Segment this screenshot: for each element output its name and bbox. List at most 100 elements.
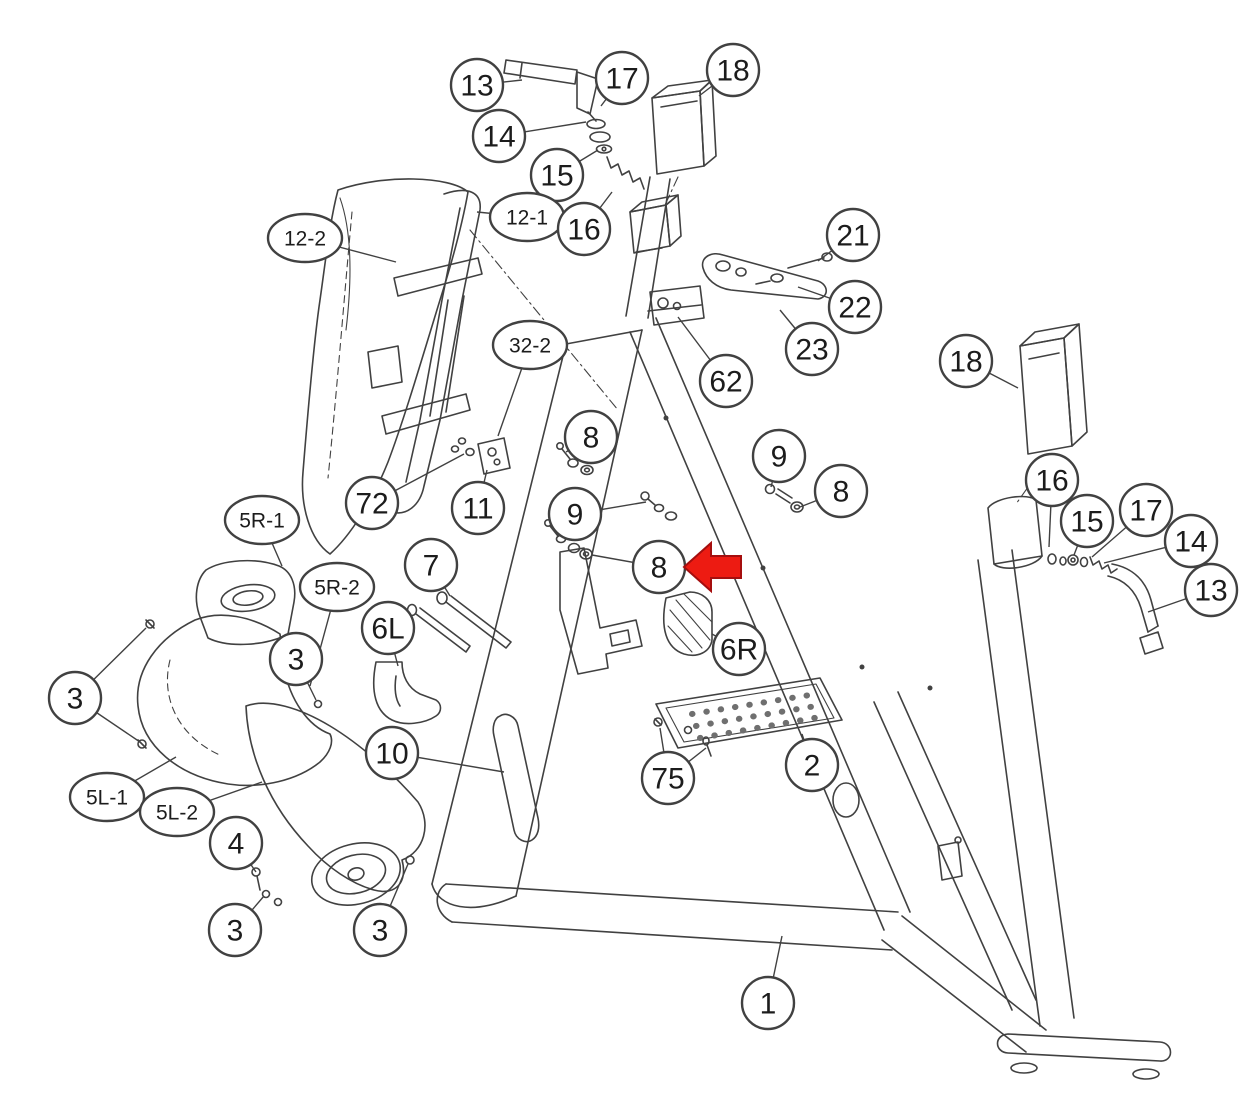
callout-12-1-5: 12-1 [476,191,566,243]
callout-label: 12-2 [284,227,326,250]
callout-label: 3 [288,644,305,677]
callout-balloon [1183,562,1239,618]
callout-7-26: 7 [403,537,459,597]
callout-label: 3 [372,915,389,948]
callout-18-2: 18 [698,42,761,98]
callout-label: 9 [771,441,788,474]
callout-balloon [47,670,103,726]
callout-label: 12-1 [506,206,548,229]
callout-balloon [1118,482,1174,538]
mast-slot-10 [492,713,540,843]
callout-label: 15 [540,160,573,193]
callout-5R-1-24: 5R-1 [223,494,301,567]
callout-balloon [938,333,994,389]
callout-balloon [740,975,796,1031]
callout-label: 5L-1 [86,786,128,809]
callout-22-9: 22 [797,279,883,335]
callout-label: 16 [1035,465,1068,498]
callout-label: 13 [460,70,493,103]
fastener-clusters [406,437,804,653]
frame-hole [832,782,860,818]
callout-9-23: 9 [547,486,647,542]
callout-balloon [298,561,376,613]
callout-label: 16 [567,214,600,247]
callout-label: 72 [355,488,388,521]
callout-21-8: 21 [817,207,881,263]
callout-balloon [547,486,603,542]
callout-label: 5R-1 [239,509,285,532]
callout-8-27: 8 [591,539,687,595]
bracket-6l [372,661,442,725]
callout-75-35: 75 [640,727,707,806]
callout-label: 18 [949,346,982,379]
callout-balloon [784,321,840,377]
callout-label: 9 [567,499,584,532]
callout-balloon [352,902,408,958]
callout-17-19: 17 [1091,482,1174,558]
steering-joint-62 [647,285,705,326]
crank-linkage-21-22-23 [701,252,833,300]
callout-label: 14 [482,121,515,154]
callout-label: 8 [651,552,668,585]
callout-10-33: 10 [364,725,505,781]
callout-label: 5L-2 [156,801,198,824]
main-frame [431,317,1172,1080]
callout-balloon [450,480,506,536]
callout-label: 17 [1129,495,1162,528]
callout-8-17: 8 [799,463,869,519]
callout-23-10: 23 [779,309,840,377]
foot-platform-2 [653,677,843,757]
callout-balloon [529,147,585,203]
callout-15-18: 15 [1059,493,1115,556]
callout-label: 11 [462,493,493,526]
callout-balloon [266,212,344,264]
callout-label: 4 [228,828,245,861]
callout-label: 15 [1070,506,1103,539]
right-post-assembly [987,323,1164,655]
callout-12-2-7: 12-2 [266,212,397,264]
callout-1-41: 1 [740,935,796,1031]
callout-32-2-11: 32-2 [491,319,569,437]
callout-balloon [138,786,216,838]
callout-balloon [705,42,761,98]
callout-label: 1 [760,988,777,1021]
callout-label: 8 [583,422,600,455]
callout-balloon [751,428,807,484]
callout-15-4: 15 [529,147,599,203]
callout-13-0: 13 [449,57,523,113]
callout-label: 2 [804,750,821,783]
highlight-layer [682,540,742,594]
callout-balloon [68,771,146,823]
callout-label: 14 [1174,526,1207,559]
callout-label: 17 [605,63,638,96]
callout-13-25: 13 [1147,562,1239,618]
callout-label: 7 [423,550,440,583]
callout-17-1: 17 [594,50,650,107]
callout-label: 18 [716,55,749,88]
callout-label: 62 [709,366,742,399]
callout-balloon [268,631,324,687]
callout-balloon [594,50,650,106]
callout-5L-1-36: 5L-1 [68,756,177,823]
callout-2-34: 2 [784,733,840,793]
callout-label: 22 [838,292,871,325]
callout-16-6: 16 [556,191,613,257]
callout-balloon [640,750,696,806]
callout-6L-29: 6L [360,600,416,667]
callout-label: 10 [375,738,408,771]
callout-balloon [1163,513,1219,569]
callout-label: 8 [833,476,850,509]
callout-label: 32-2 [509,334,551,357]
callout-balloon [825,207,881,263]
callout-balloon [223,494,301,546]
callout-label: 3 [227,915,244,948]
callout-label: 21 [836,220,869,253]
callout-balloon [208,815,264,871]
bracket-6r [662,591,713,656]
inner-frame-12-1 [381,189,619,514]
callout-16-16: 16 [1024,452,1080,548]
callout-balloon [491,319,569,371]
